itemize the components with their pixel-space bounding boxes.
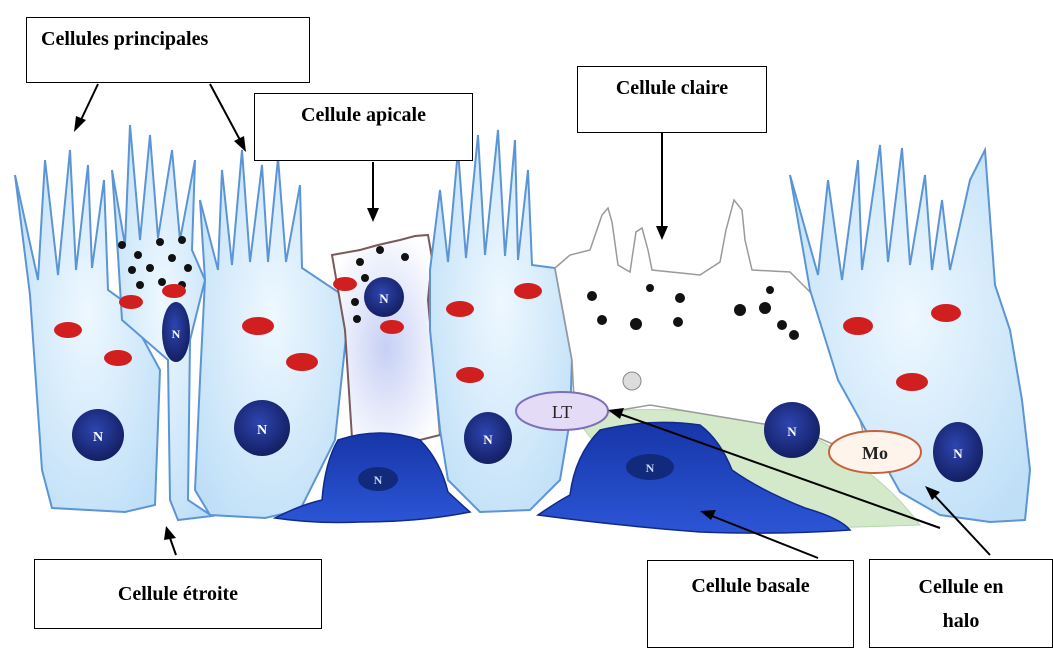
- nucleus-label: N: [172, 327, 181, 341]
- label-cellule-etroite: Cellule étroite: [34, 559, 322, 629]
- label-cellule-apicale: Cellule apicale: [254, 93, 473, 161]
- label-cellule-claire: Cellule claire: [577, 66, 767, 133]
- macrophage-label: Mo: [862, 443, 888, 463]
- lymphocyte-label: LT: [552, 402, 572, 422]
- nucleus-label: N: [787, 424, 797, 439]
- label-text: Cellule basale: [691, 575, 809, 598]
- lymphocyte-marker: LT: [516, 392, 608, 430]
- label-cellule-basale: Cellule basale: [647, 560, 854, 648]
- nucleus-label: N: [374, 473, 383, 487]
- label-text-line1: Cellule en: [919, 570, 1004, 604]
- label-cellules-principales: Cellules principales: [26, 17, 310, 83]
- principal-cell-3: N: [430, 130, 572, 512]
- nucleus-label: N: [379, 291, 389, 306]
- nucleus-label: N: [257, 423, 267, 438]
- label-text-line2: halo: [943, 604, 980, 638]
- label-text: Cellule claire: [616, 77, 728, 100]
- label-text: Cellules principales: [41, 28, 208, 51]
- clear-cell-nucleus: N: [764, 402, 820, 458]
- label-text: Cellule apicale: [301, 104, 426, 127]
- nucleus-label: N: [93, 430, 103, 445]
- apical-cell: N: [332, 235, 440, 440]
- principal-cell-2: N: [195, 150, 350, 518]
- nucleus-label: N: [483, 432, 493, 447]
- label-text: Cellule étroite: [118, 583, 238, 606]
- label-cellule-en-halo: Cellule en halo: [869, 559, 1053, 648]
- nucleus-label: N: [953, 446, 963, 461]
- nucleus-label: N: [646, 461, 655, 475]
- macrophage-marker: Mo: [829, 431, 921, 473]
